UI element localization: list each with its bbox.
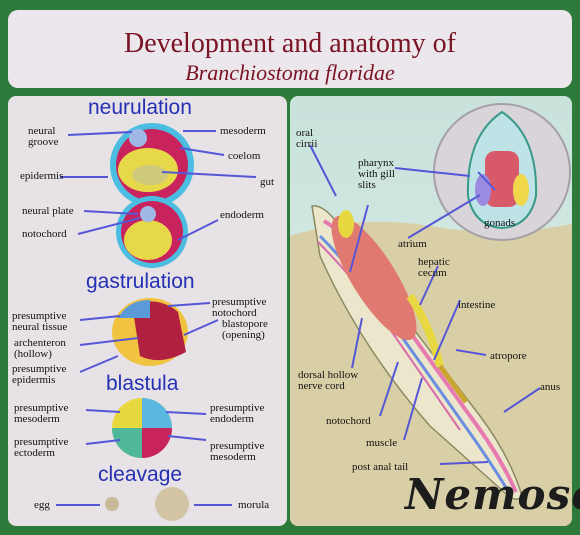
label-epidermis: epidermis [20, 170, 64, 182]
label-neural-groove: neural groove [28, 125, 59, 148]
label-gonads: gonads [484, 217, 516, 229]
label-intestine: intestine [458, 299, 496, 311]
oral-hood [338, 210, 354, 238]
title-line-1: Development and anatomy of [123, 28, 456, 59]
label-morula: morula [238, 499, 270, 511]
label-presumptive-mesoderm-left: presumptive mesoderm [14, 402, 69, 425]
label-oral-cirrii: oral cirrii [296, 127, 318, 150]
label-pharynx: pharynx with gill slits [358, 157, 395, 191]
stage-neurulation: neurulation [88, 96, 192, 119]
label-mesoderm: mesoderm [220, 125, 266, 137]
label-atrium: atrium [398, 238, 427, 250]
gonad-right [513, 174, 529, 206]
label-muscle: muscle [366, 437, 398, 449]
gonad-left [475, 174, 491, 206]
label-atropore: atropore [490, 350, 527, 362]
label-dorsal-hollow-nerve-cord: dorsal hollow nerve cord [298, 369, 359, 392]
label-notochord-left: notochord [22, 228, 67, 240]
label-coelom: coelom [228, 150, 261, 162]
label-presumptive-notochord: presumptive notochord [212, 296, 267, 319]
label-presumptive-ectoderm: presumptive ectoderm [14, 436, 69, 459]
label-anus: anus [540, 381, 561, 393]
label-presumptive-epidermis: presumptive epidermis [12, 363, 67, 386]
label-post-anal-tail: post anal tail [352, 461, 409, 473]
label-presumptive-endoderm: presumptive endoderm [210, 402, 265, 425]
stage-cleavage: cleavage [98, 463, 183, 486]
label-archenteron: archenteron (hollow) [14, 337, 66, 360]
stage-gastrulation: gastrulation [86, 270, 195, 293]
title-line-2: Branchiostoma floridae [185, 60, 395, 85]
label-blastopore: blastopore (opening) [222, 318, 268, 341]
anatomy-panel [290, 96, 572, 526]
label-gut: gut [260, 176, 275, 188]
title-box: Development and anatomy of Branchiostoma… [8, 10, 572, 88]
artist-signature: Nemose [405, 470, 580, 519]
label-presumptive-neural-tissue: presumptive neural tissue [12, 310, 68, 333]
label-presumptive-mesoderm-right: presumptive mesoderm [210, 440, 265, 463]
label-notochord-right: notochord [326, 415, 371, 427]
label-neural-plate: neural plate [22, 205, 74, 217]
anatomy-illustration [290, 96, 572, 526]
label-endoderm: endoderm [220, 209, 264, 221]
label-egg: egg [34, 499, 50, 511]
cross-section-pharynx [485, 151, 519, 207]
stage-blastula: blastula [106, 372, 179, 395]
intestine [437, 364, 469, 404]
label-hepatic-cecum: hepatic cecum [418, 256, 450, 279]
